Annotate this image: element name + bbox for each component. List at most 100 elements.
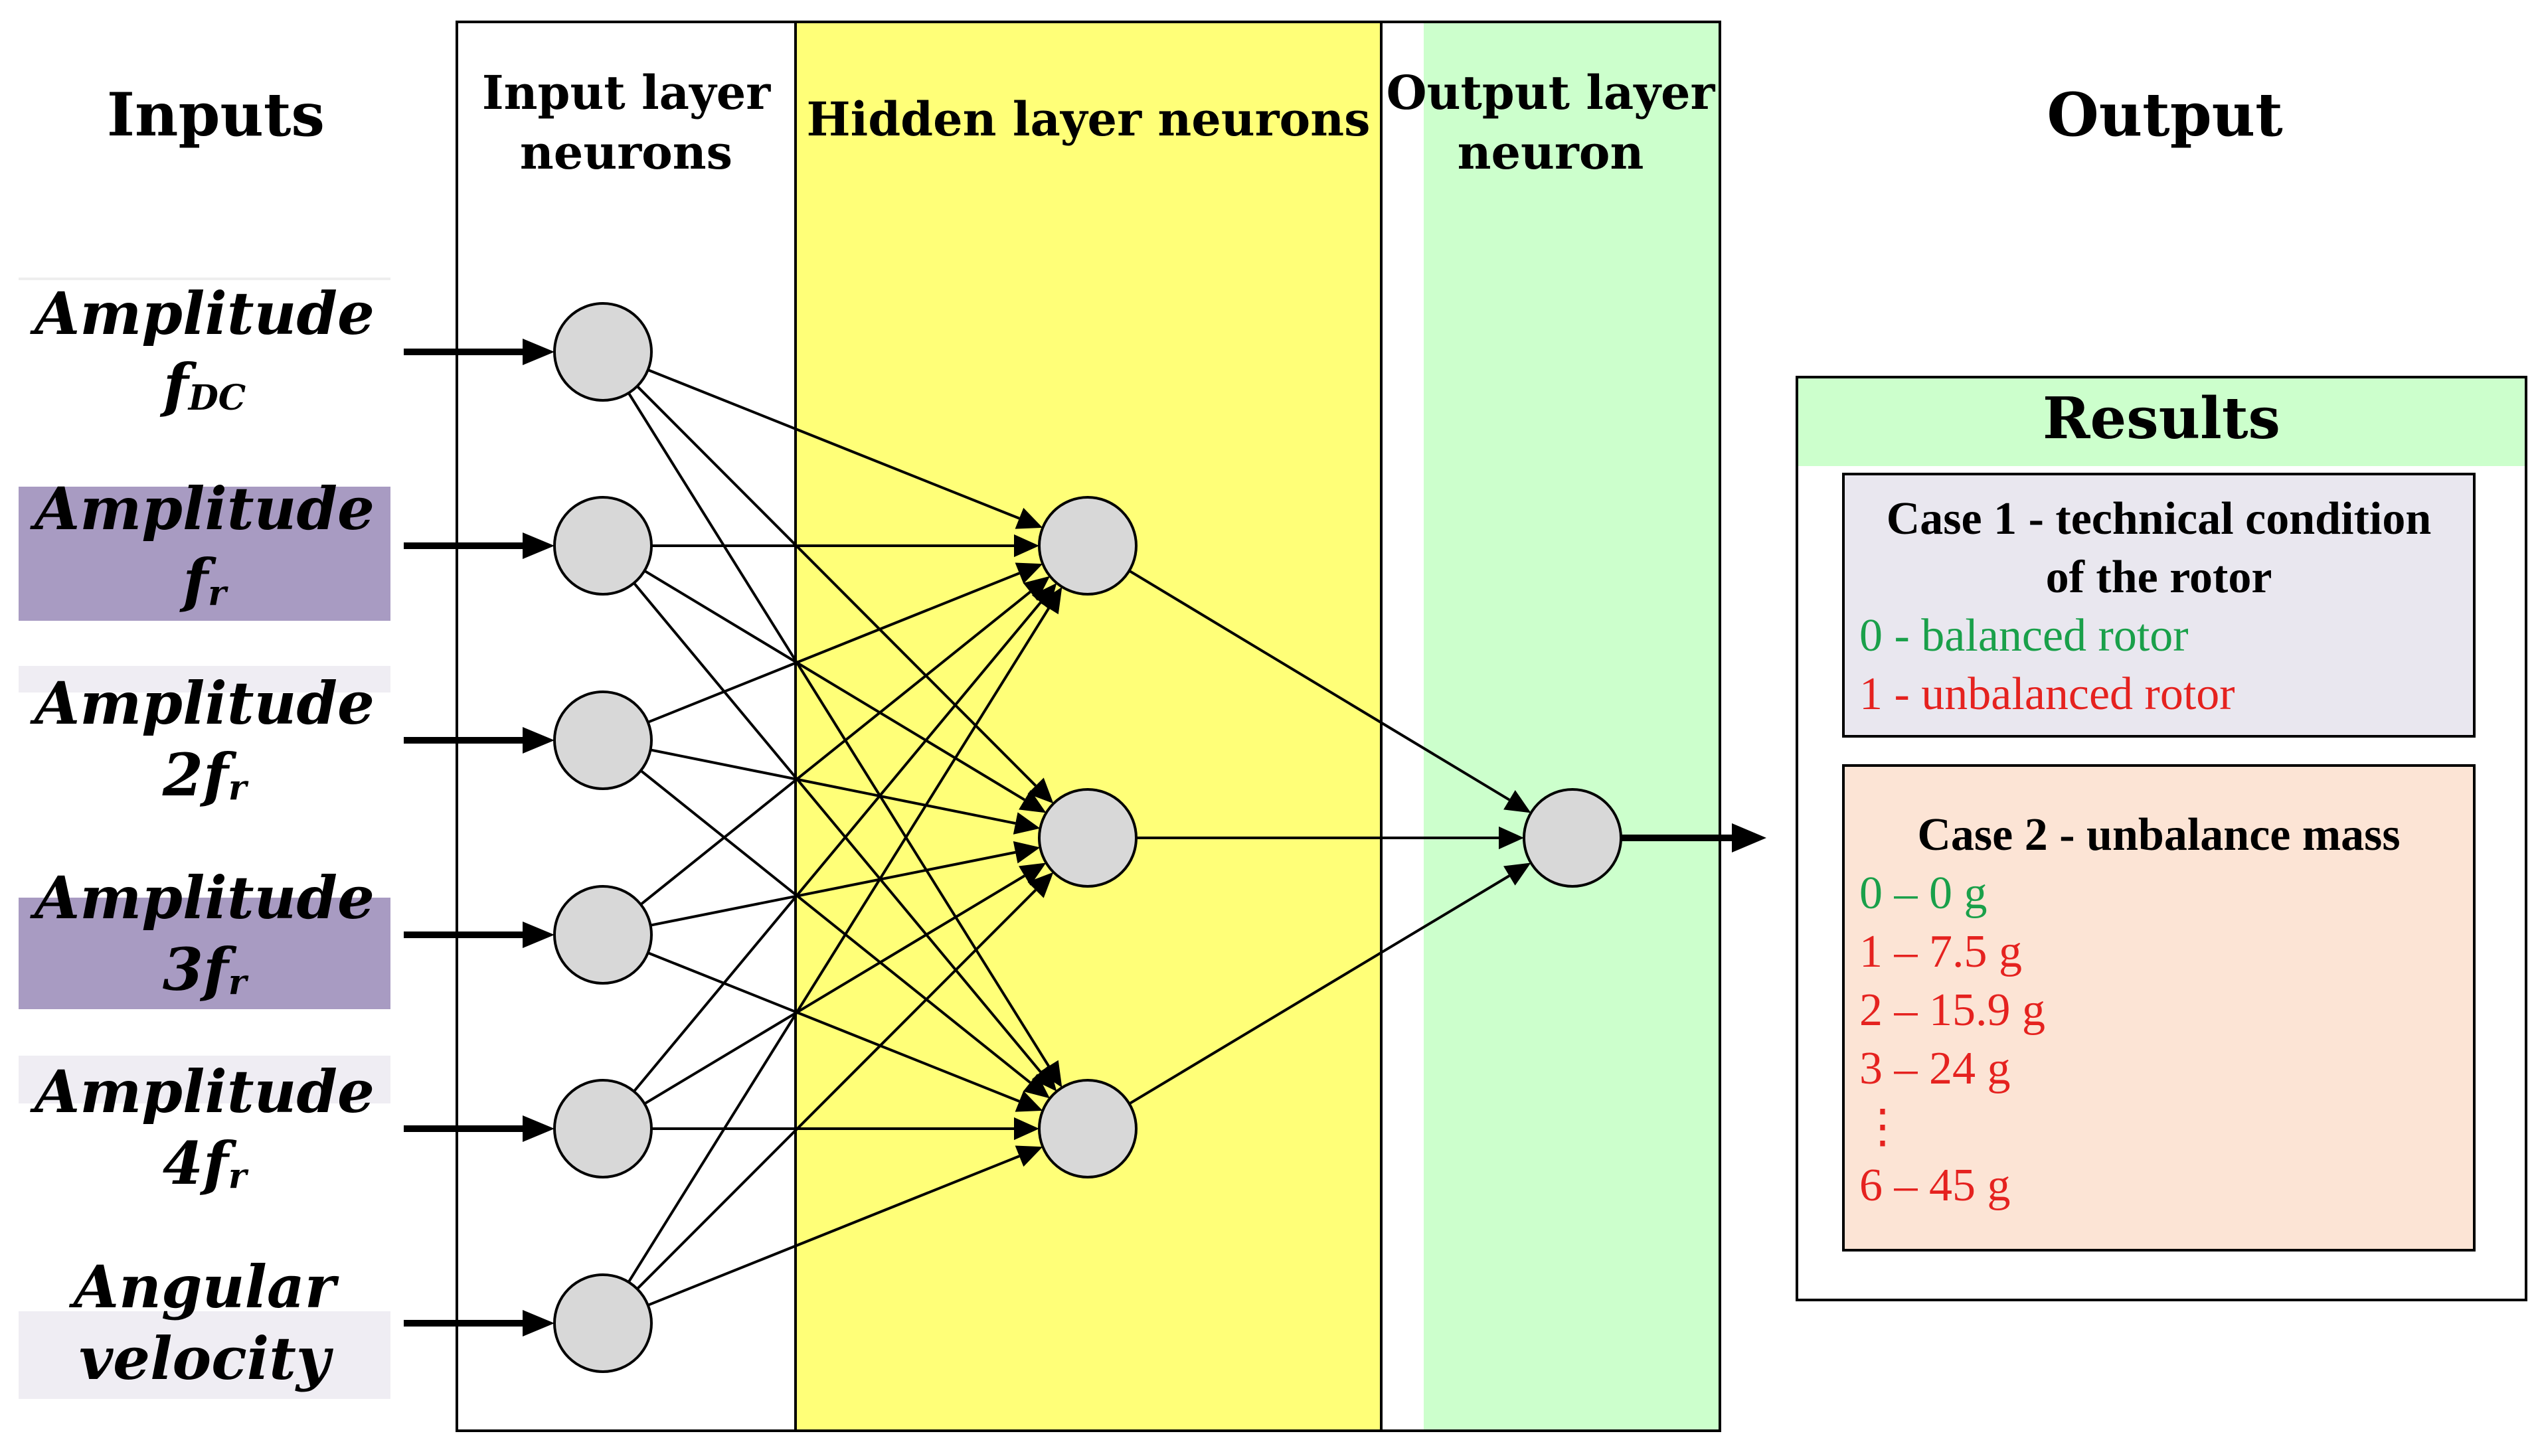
output-layer-panel bbox=[1424, 22, 1720, 1431]
hidden-neuron-2 bbox=[1038, 788, 1138, 888]
input-label-4-prefix: 3 bbox=[162, 935, 203, 1004]
case2-item-3: 3 – 24 g bbox=[1859, 1043, 2011, 1094]
input-arrow-6-head bbox=[523, 1310, 554, 1336]
connection-in5-hid2 bbox=[643, 874, 1025, 1105]
input-band-1 bbox=[19, 279, 390, 438]
case2-item-2: 2 – 15.9 g bbox=[1859, 985, 2045, 1036]
input-arrow-3-head bbox=[523, 727, 554, 754]
hidden-neuron-3 bbox=[1038, 1079, 1138, 1178]
connection-hid2-out1-arrowhead bbox=[1499, 826, 1524, 850]
case2-item-1: 1 – 7.5 g bbox=[1859, 926, 2022, 977]
input-label-1-text: Amplitude bbox=[35, 279, 375, 348]
input-label-2: Amplitude fr bbox=[19, 473, 390, 629]
connection-hid1-out1-arrowhead bbox=[1503, 790, 1531, 813]
input-label-5-text: Amplitude bbox=[35, 1057, 375, 1126]
connection-hid3-out1 bbox=[1128, 874, 1510, 1105]
input-neuron-3 bbox=[553, 690, 653, 790]
input-label-2-symbol: fr bbox=[19, 544, 390, 629]
input-label-1-sym: f bbox=[163, 351, 189, 420]
output-header: Output bbox=[2047, 80, 2283, 150]
input-neuron-5 bbox=[553, 1079, 653, 1178]
connection-in1-hid3 bbox=[627, 392, 1050, 1067]
connection-in6-hid3 bbox=[647, 1155, 1020, 1307]
input-label-5-sub: r bbox=[228, 1156, 247, 1196]
input-label-3-sub: r bbox=[228, 768, 247, 808]
hidden-layer-panel bbox=[796, 22, 1381, 1431]
results-title: Results bbox=[2043, 385, 2280, 452]
results-header-bg bbox=[1798, 378, 2525, 466]
connection-in2-hid2-arrowhead bbox=[1019, 790, 1047, 813]
case2-item-0: 0 – 0 g bbox=[1859, 868, 1988, 919]
input-label-3: Amplitude 2fr bbox=[19, 667, 390, 824]
case2-item-5: 6 – 45 g bbox=[1859, 1160, 2011, 1211]
input-label-4-text: Amplitude bbox=[35, 863, 375, 932]
input-label-3-symbol: 2fr bbox=[19, 739, 390, 824]
input-arrow-4-head bbox=[523, 922, 554, 948]
connection-in5-hid3-arrowhead bbox=[1014, 1117, 1039, 1141]
case1-item-0: 0 - balanced rotor bbox=[1859, 610, 2189, 661]
input-label-4-sym: f bbox=[203, 935, 228, 1004]
connection-in3-hid3 bbox=[639, 769, 1031, 1084]
input-label-2-sym: f bbox=[183, 546, 209, 615]
input-arrow-5-head bbox=[523, 1115, 554, 1142]
connection-in6-hid1-arrowhead bbox=[1039, 586, 1062, 615]
input-layer-header: Input layer neurons bbox=[457, 63, 796, 183]
case2-item-4: ⋮ bbox=[1859, 1101, 1906, 1153]
input-label-4-symbol: 3fr bbox=[19, 933, 390, 1018]
connection-in6-hid1 bbox=[627, 607, 1050, 1283]
input-label-6-text: Angular bbox=[73, 1252, 336, 1321]
case2-box bbox=[1842, 764, 2476, 1252]
connection-in6-hid3-arrowhead bbox=[1015, 1145, 1043, 1167]
connection-in4-hid3-arrowhead bbox=[1015, 1090, 1043, 1112]
input-band-5 bbox=[19, 1056, 390, 1103]
connection-in2-hid1-arrowhead bbox=[1014, 534, 1039, 558]
input-neuron-1 bbox=[553, 302, 653, 402]
hidden-layer-header: Hidden layer neurons bbox=[806, 92, 1371, 147]
input-band-6 bbox=[19, 1311, 390, 1399]
input-neuron-6 bbox=[553, 1273, 653, 1373]
connection-in4-hid3 bbox=[647, 951, 1020, 1103]
input-label-4: Amplitude 3fr bbox=[19, 862, 390, 1018]
input-label-4-sub: r bbox=[228, 962, 247, 1003]
input-label-3-sym: f bbox=[203, 740, 228, 809]
connection-in1-hid2-arrowhead bbox=[1027, 777, 1054, 804]
input-label-3-text: Amplitude bbox=[35, 669, 375, 738]
input-label-6-line2: velocity bbox=[78, 1324, 331, 1393]
input-neuron-2 bbox=[553, 496, 653, 596]
case1-item-1: 1 - unbalanced rotor bbox=[1859, 669, 2235, 720]
input-layer-header-line2: neurons bbox=[519, 125, 733, 180]
connection-lines bbox=[404, 339, 1766, 1336]
connection-hid3-out1-arrowhead bbox=[1503, 862, 1531, 886]
connection-in4-hid2-arrowhead bbox=[1013, 841, 1041, 864]
input-label-5-symbol: 4fr bbox=[19, 1127, 390, 1212]
case1-box bbox=[1842, 473, 2476, 738]
case1-content: Case 1 - technical condition of the roto… bbox=[1845, 490, 2473, 724]
connection-in2-hid2 bbox=[643, 569, 1025, 801]
network-frame bbox=[456, 21, 1721, 1432]
connection-in3-hid3-arrowhead bbox=[1023, 1074, 1051, 1099]
input-label-1-symbol: fDC bbox=[19, 349, 390, 434]
connection-in1-hid1 bbox=[647, 368, 1020, 520]
input-arrow-2-head bbox=[523, 532, 554, 559]
input-label-3-prefix: 2 bbox=[162, 740, 203, 809]
connection-hid1-out1 bbox=[1128, 569, 1510, 801]
connection-in3-hid2 bbox=[650, 748, 1016, 825]
inputs-header: Inputs bbox=[106, 80, 325, 150]
connection-in4-hid1-arrowhead bbox=[1023, 576, 1051, 601]
connection-in6-hid2-arrowhead bbox=[1027, 872, 1054, 898]
input-label-2-sub: r bbox=[208, 573, 226, 613]
input-label-5: Amplitude 4fr bbox=[19, 1056, 390, 1212]
connection-in4-hid1 bbox=[639, 590, 1031, 906]
neurons bbox=[553, 302, 1622, 1373]
output-neuron-1 bbox=[1523, 788, 1622, 888]
connection-in2-hid3-arrowhead bbox=[1031, 1064, 1057, 1092]
input-label-1-sub: DC bbox=[188, 378, 246, 418]
connection-in4-hid2 bbox=[650, 850, 1016, 927]
input-label-5-prefix: 4 bbox=[162, 1129, 203, 1198]
connection-in3-hid2-arrowhead bbox=[1013, 812, 1041, 835]
case2-title: Case 2 - unbalance mass bbox=[1917, 809, 2401, 860]
connection-in3-hid1-arrowhead bbox=[1015, 562, 1043, 584]
connection-in1-hid2 bbox=[636, 385, 1037, 787]
input-layer-header-line1: Input layer bbox=[481, 65, 771, 120]
